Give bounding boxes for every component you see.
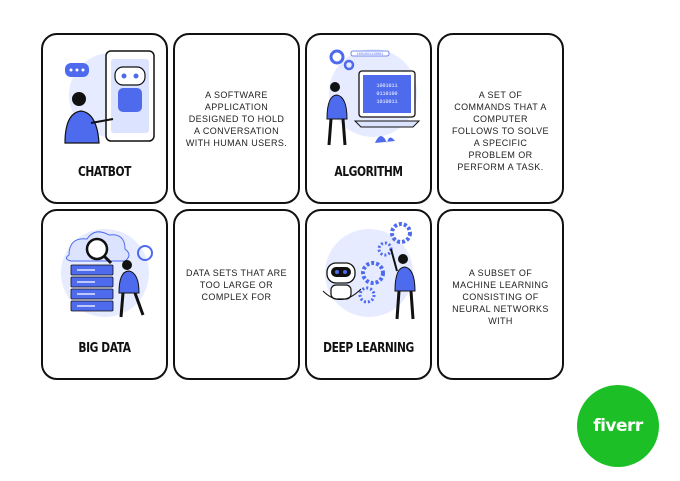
card-term: CHATBOT xyxy=(77,165,132,180)
card-deep-learning: DEEP LEARNING xyxy=(305,209,432,380)
card-chatbot-definition: A SOFTWARE APPLICATION DESIGNED TO HOLD … xyxy=(173,33,300,204)
svg-text:1001011: 1001011 xyxy=(376,83,397,89)
algorithm-illustration: 1001001110001 1001011 0110100 1010011 xyxy=(326,49,421,146)
card-term: BIG DATA xyxy=(78,341,131,356)
svg-text:0110100: 0110100 xyxy=(376,91,397,97)
deep-learning-illustration xyxy=(322,222,416,320)
card-term: DEEP LEARNING xyxy=(323,341,414,356)
svg-text:1010011: 1010011 xyxy=(376,99,397,105)
card-chatbot: CHATBOT xyxy=(41,33,168,204)
card-deep-learning-definition: A SUBSET OF MACHINE LEARNING CONSISTING … xyxy=(437,209,564,380)
card-definition: DATA SETS THAT ARE TOO LARGE OR COMPLEX … xyxy=(186,268,287,302)
fiverr-logo: fiverr xyxy=(577,385,659,467)
chatbot-illustration xyxy=(64,50,155,144)
card-big-data: BIG DATA xyxy=(41,209,168,380)
screen-text: 1001001110001 xyxy=(357,53,383,57)
card-definition: A SET OF COMMANDS THAT A COMPUTER FOLLOW… xyxy=(452,90,549,172)
card-big-data-definition: DATA SETS THAT ARE TOO LARGE OR COMPLEX … xyxy=(173,209,300,380)
card-definition: A SUBSET OF MACHINE LEARNING CONSISTING … xyxy=(452,268,549,326)
card-algorithm: 1001001110001 1001011 0110100 1010011 AL… xyxy=(305,33,432,204)
card-term: ALGORITHM xyxy=(334,165,403,180)
logo-text: fiverr xyxy=(593,416,643,436)
card-algorithm-definition: A SET OF COMMANDS THAT A COMPUTER FOLLOW… xyxy=(437,33,564,204)
big-data-illustration xyxy=(61,229,153,318)
card-definition: A SOFTWARE APPLICATION DESIGNED TO HOLD … xyxy=(185,90,288,148)
